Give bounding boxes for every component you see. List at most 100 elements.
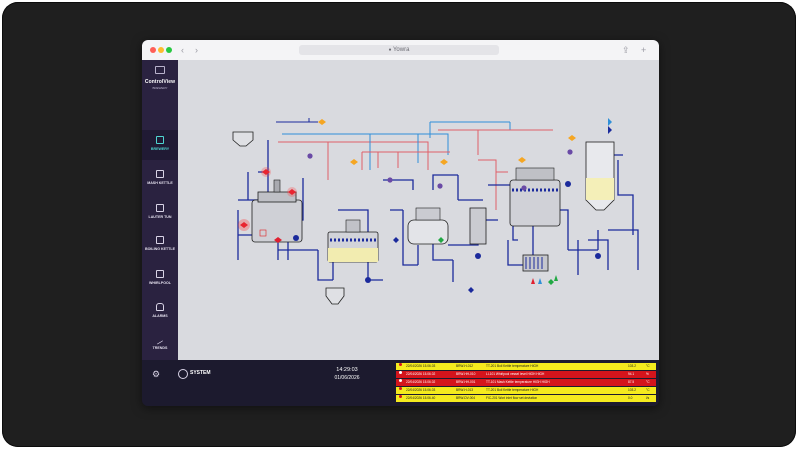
alarm-datetime: 22/04/2026 15.06.03 <box>406 388 436 392</box>
outlet-arrow-icon <box>538 278 542 284</box>
valve-icon[interactable] <box>568 135 576 141</box>
pump-icon[interactable] <box>365 277 371 283</box>
alarm-message: TT-201 Boil Kettle temperature HIGH <box>486 364 539 368</box>
minimize-window-button[interactable] <box>158 47 164 53</box>
valve-icon[interactable] <box>440 159 448 165</box>
forward-arrow-icon[interactable]: › <box>195 45 198 55</box>
alarm-glow <box>238 219 250 231</box>
valve-open-icon[interactable] <box>438 237 444 243</box>
process-pipe <box>577 229 639 275</box>
alarm-marker <box>259 229 267 237</box>
alarm-message: FIC-201 Wort inlet flow set deviation <box>486 396 538 400</box>
pump-icon[interactable] <box>565 181 571 187</box>
alarm-glow <box>287 187 297 197</box>
lauter-tun-dome <box>345 219 361 233</box>
alarm-unit: °C <box>646 388 650 392</box>
alarm-tag: BRW-H-012 <box>456 364 474 368</box>
pump-icon[interactable] <box>293 235 299 241</box>
bell-icon <box>156 303 164 311</box>
lock-icon: ● <box>388 47 393 53</box>
brand-title: ControlView <box>144 79 176 85</box>
alarm-row[interactable]: 22/04/2026 15.06.03 BRW-H-012 TT-201 Boi… <box>396 363 656 370</box>
pipe-segment <box>276 118 318 123</box>
alarm-tag: BRW-H-013 <box>456 388 474 392</box>
address-bar[interactable]: ● Yowra <box>299 45 499 55</box>
valve-icon[interactable] <box>350 159 358 165</box>
back-arrow-icon[interactable]: ‹ <box>181 45 184 55</box>
clock-date: 01/06/2026 <box>334 375 360 381</box>
sidebar-item-alarms[interactable]: ALARMS <box>142 303 178 325</box>
sidebar-item-label: LAUTER TUN <box>148 215 172 219</box>
alarm-value: 103.2 <box>628 364 636 368</box>
valve-icon[interactable] <box>468 287 474 293</box>
cooler-plates <box>525 257 543 269</box>
close-window-button[interactable] <box>150 47 156 53</box>
valve-open-icon[interactable] <box>548 279 554 285</box>
alarm-row[interactable]: 22/04/2026 15.06.02 BRW-HH-010 LI-101 Wh… <box>396 371 656 378</box>
browser-window: ‹ › ● Yowra ⇪ + ControlView BREWERY BREW… <box>142 40 659 406</box>
alarm-list: 22/04/2026 15.06.03 BRW-H-012 TT-201 Boi… <box>396 363 656 403</box>
wort-cooler <box>522 254 549 272</box>
hot-water-line <box>438 129 553 155</box>
sidebar-item-mash-kettle[interactable]: MASH KETTLE <box>142 170 178 196</box>
alarm-unit: °C <box>646 364 650 368</box>
brewery-icon <box>156 136 164 144</box>
brand-logo-icon <box>155 66 165 74</box>
pump-icon[interactable] <box>595 253 601 259</box>
pump-icon[interactable] <box>475 253 481 259</box>
alarm-state-icon <box>399 371 402 374</box>
instrument-icon <box>521 185 527 191</box>
outlet-arrow-icon <box>554 275 558 281</box>
alarm-datetime: 22/04/2026 15.06.02 <box>406 380 436 384</box>
lauter-tun-level <box>328 248 378 262</box>
whirlpool-top <box>515 167 555 181</box>
system-label[interactable]: SYSTEM <box>190 370 211 376</box>
valve-icon[interactable] <box>393 237 399 243</box>
alarm-unit: °C <box>646 380 650 384</box>
alarm-row[interactable]: 22/04/2026 15.06.03 BRW-H-013 TT-201 Boi… <box>396 387 656 394</box>
sidebar-item-label: BOILING KETTLE <box>145 247 175 251</box>
valve-alarm-icon[interactable] <box>274 237 282 243</box>
sidebar-item-lauter-tun[interactable]: LAUTER TUN <box>142 204 178 230</box>
alarm-glow <box>261 167 271 177</box>
valve-icon[interactable] <box>518 157 526 163</box>
process-pipe <box>432 219 498 282</box>
sidebar-item-label: MASH KETTLE <box>147 181 173 185</box>
sidebar-item-label: WHIRLPOOL <box>149 281 171 285</box>
kettle-icon <box>156 170 164 178</box>
valve-alarm-icon[interactable] <box>240 222 248 228</box>
instrument-icon <box>437 183 443 189</box>
fermenter-level <box>586 178 614 200</box>
grain-hopper <box>232 131 254 147</box>
cold-water-line <box>429 121 511 138</box>
new-tab-icon[interactable]: + <box>641 45 647 55</box>
valve-alarm-icon[interactable] <box>262 169 270 175</box>
alarm-state-icon <box>399 395 402 398</box>
alarm-datetime: 22/04/2026 15.06.40 <box>406 396 436 400</box>
sidebar-item-brewery[interactable]: BREWERY <box>142 130 178 160</box>
process-pipe <box>507 209 599 266</box>
alarm-state-icon <box>399 363 402 366</box>
sidebar-item-whirlpool[interactable]: WHIRLPOOL <box>142 270 178 292</box>
maximize-window-button[interactable] <box>166 47 172 53</box>
spent-grain-hopper <box>325 287 345 305</box>
brand-subtitle: BREWERY <box>152 86 168 90</box>
valve-alarm-icon[interactable] <box>288 189 296 195</box>
outlet-arrow-icon <box>531 278 535 284</box>
brand: ControlView BREWERY <box>142 66 178 100</box>
inlet-arrow-icon <box>608 118 612 126</box>
boil-kettle-top <box>415 207 441 221</box>
valve-icon[interactable] <box>318 119 326 125</box>
alarm-row[interactable]: 22/04/2026 15.06.40 BRW-DV-004 FIC-201 W… <box>396 395 656 402</box>
sidebar-item-trends[interactable]: TRENDS <box>142 334 178 358</box>
gear-icon[interactable]: ⚙ <box>152 369 161 379</box>
alarm-value: 94.1 <box>628 372 635 376</box>
clock-time: 14:29:03 <box>336 367 358 373</box>
boil-icon <box>156 236 164 244</box>
address-text: Yowra <box>392 47 410 53</box>
sidebar-item-boiling-kettle[interactable]: BOILING KETTLE <box>142 236 178 262</box>
process-diagram <box>232 118 639 305</box>
alarm-row[interactable]: 22/04/2026 15.06.02 BRW-HH-001 TT-101 Ma… <box>396 379 656 386</box>
system-user-icon[interactable] <box>178 369 188 379</box>
share-icon[interactable]: ⇪ <box>622 45 630 55</box>
